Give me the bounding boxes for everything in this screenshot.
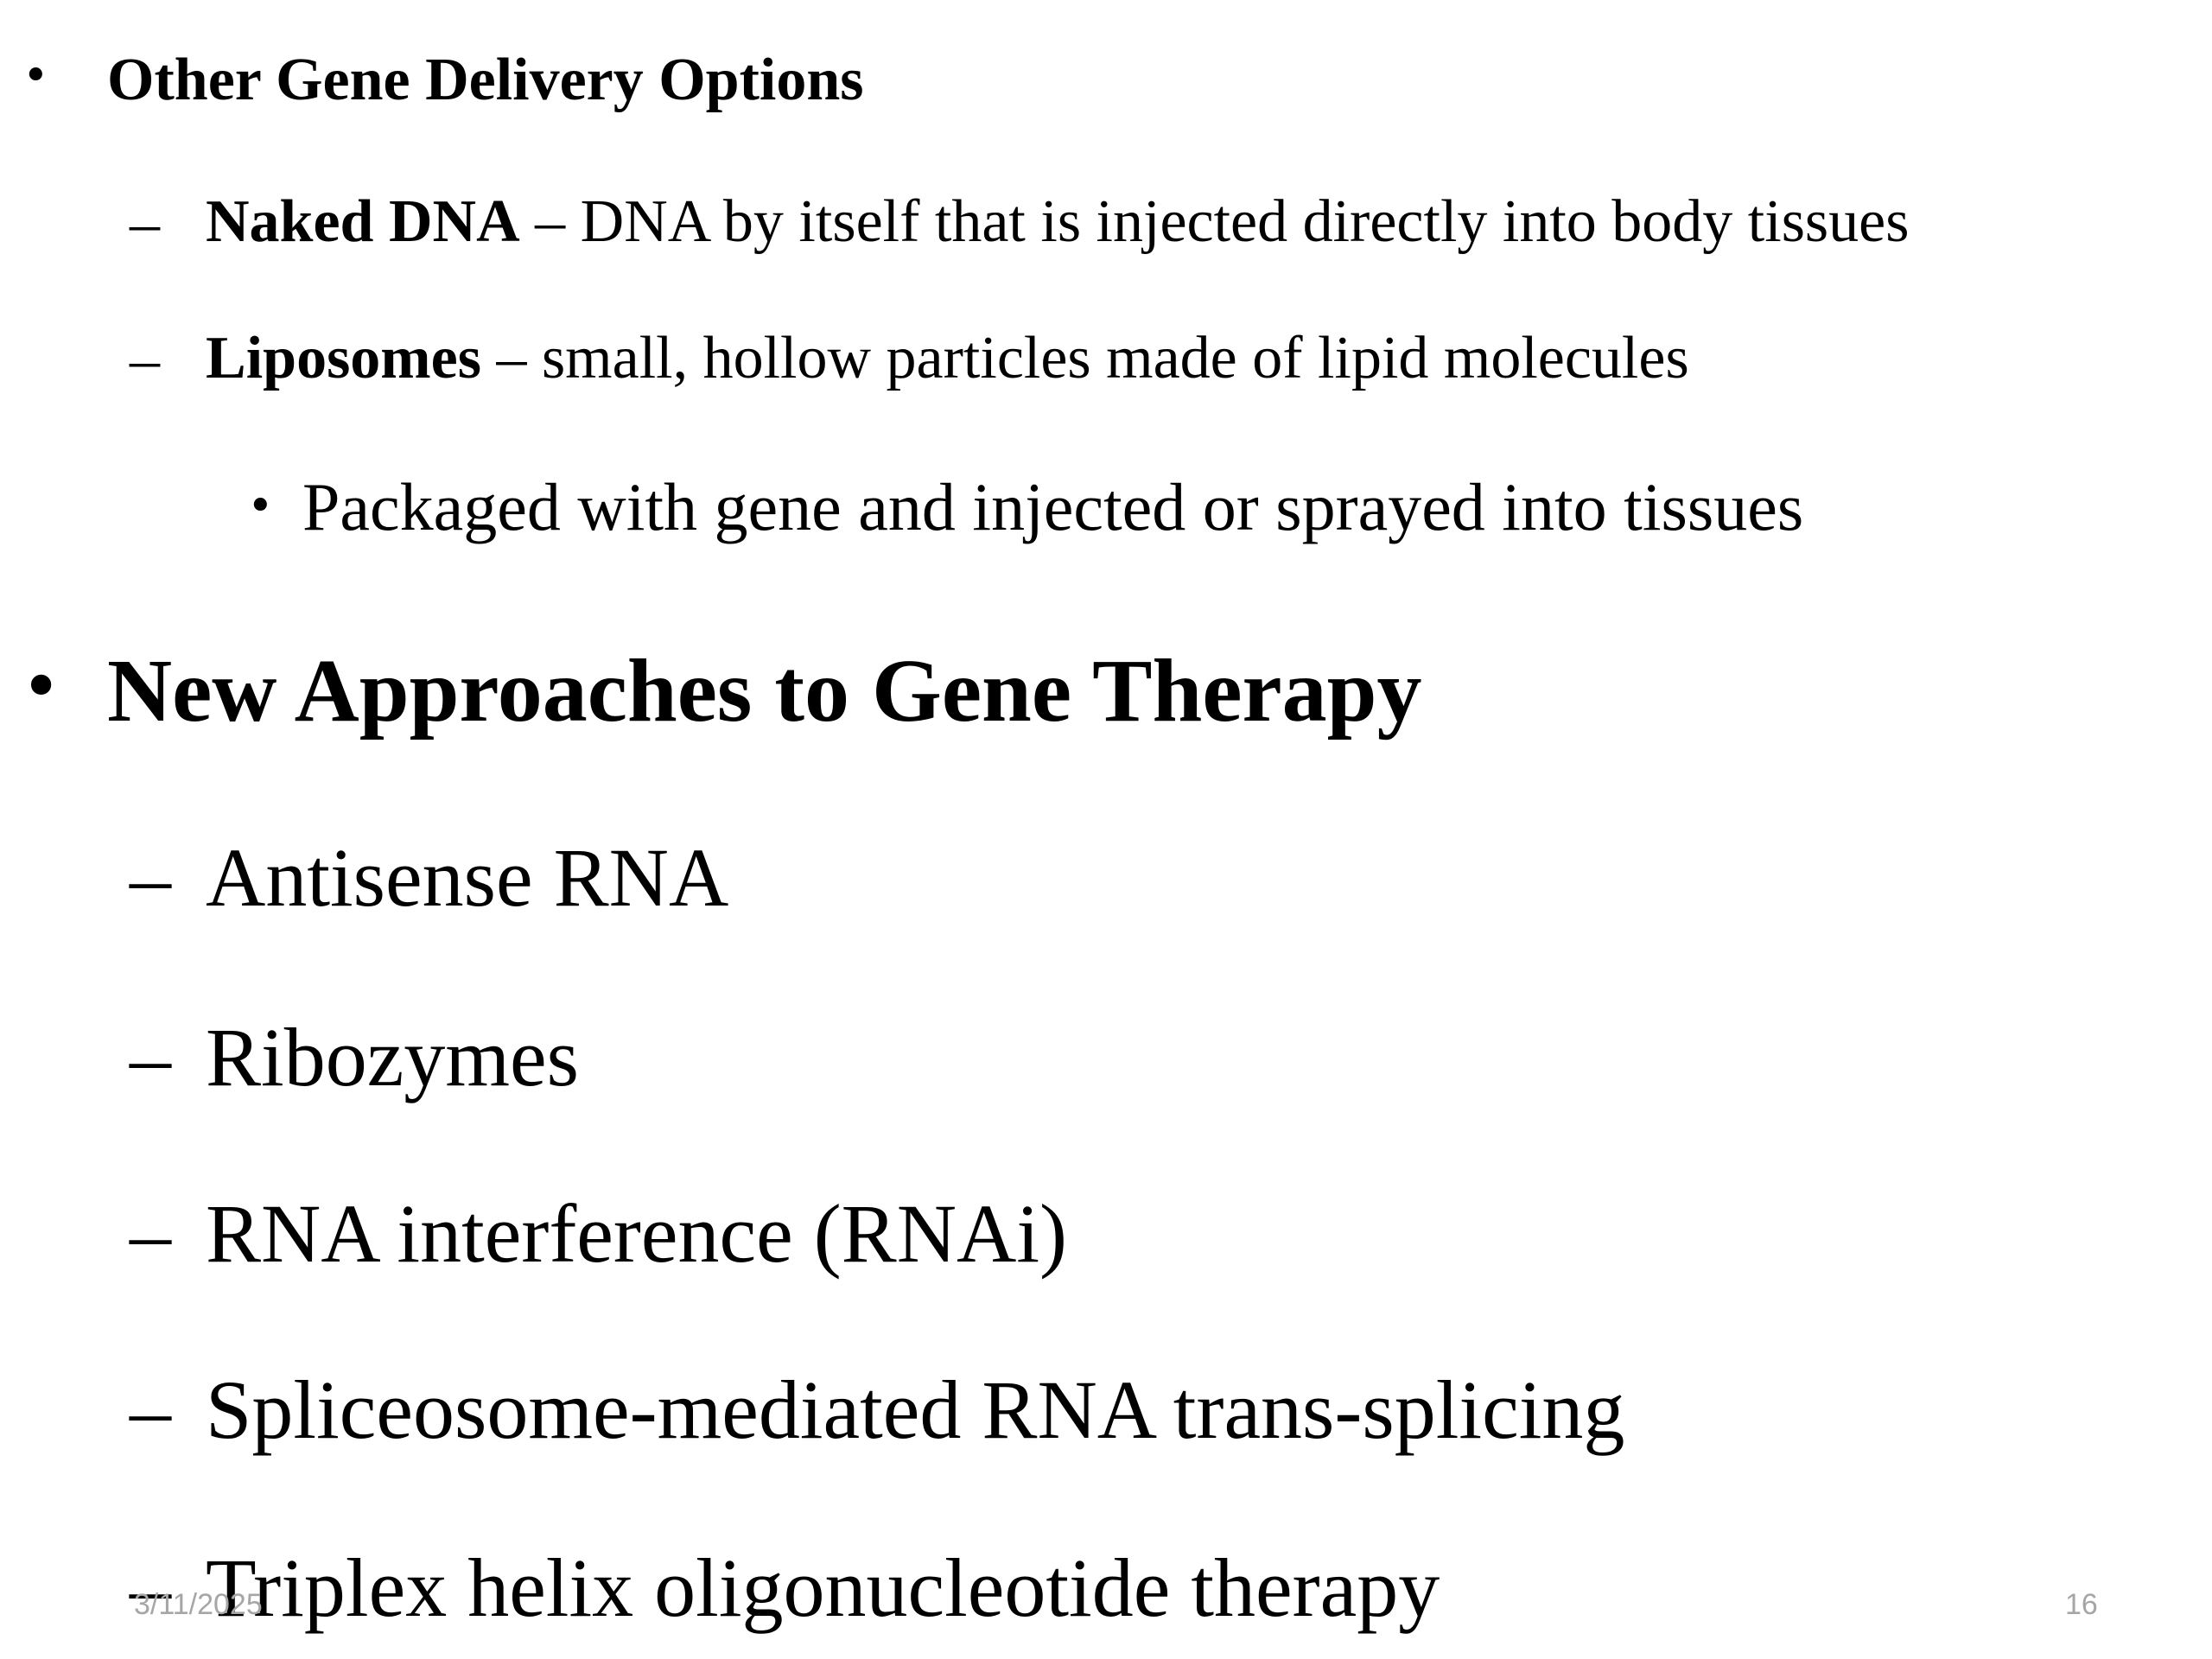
dash-icon: – (130, 1187, 171, 1280)
term-separator: – (519, 188, 581, 255)
term-label: Liposomes (206, 325, 481, 391)
footer-page-number: 16 (2065, 1588, 2098, 1621)
dash-icon: – (130, 327, 160, 393)
dash-icon: – (130, 1363, 171, 1456)
sub-item-text: RNA interference (RNAi) (206, 1187, 1067, 1280)
section-heading: Other Gene Delivery Options (107, 47, 864, 113)
sub-item-text: Triplex helix oligonucleotide therapy (206, 1541, 1440, 1634)
term-label: Naked DNA (206, 188, 520, 255)
dash-icon: – (130, 831, 171, 924)
bullet-icon: • (247, 480, 274, 532)
sub-sub-item-text: Packaged with gene and injected or spray… (302, 469, 1804, 544)
dash-icon: – (130, 190, 160, 257)
dash-icon: – (130, 1541, 171, 1634)
bullet-icon: • (22, 50, 49, 102)
term-definition: DNA by itself that is injected directly … (580, 188, 1910, 255)
sub-item-text: Antisense RNA (206, 831, 729, 924)
dash-icon: – (130, 1011, 171, 1103)
footer-date: 3/11/2025 (134, 1588, 263, 1621)
sub-item-text: Naked DNA – DNA by itself that is inject… (206, 192, 1910, 252)
section-heading: New Approaches to Gene Therapy (107, 641, 1422, 741)
sub-item-text: Spliceosome-mediated RNA trans-splicing (206, 1363, 1625, 1456)
sub-item-text: Liposomes – small, hollow particles made… (206, 328, 1689, 389)
term-definition: small, hollow particles made of lipid mo… (541, 325, 1689, 391)
term-separator: – (480, 325, 542, 391)
bullet-icon: • (21, 646, 62, 727)
sub-item-text: Ribozymes (206, 1011, 579, 1103)
